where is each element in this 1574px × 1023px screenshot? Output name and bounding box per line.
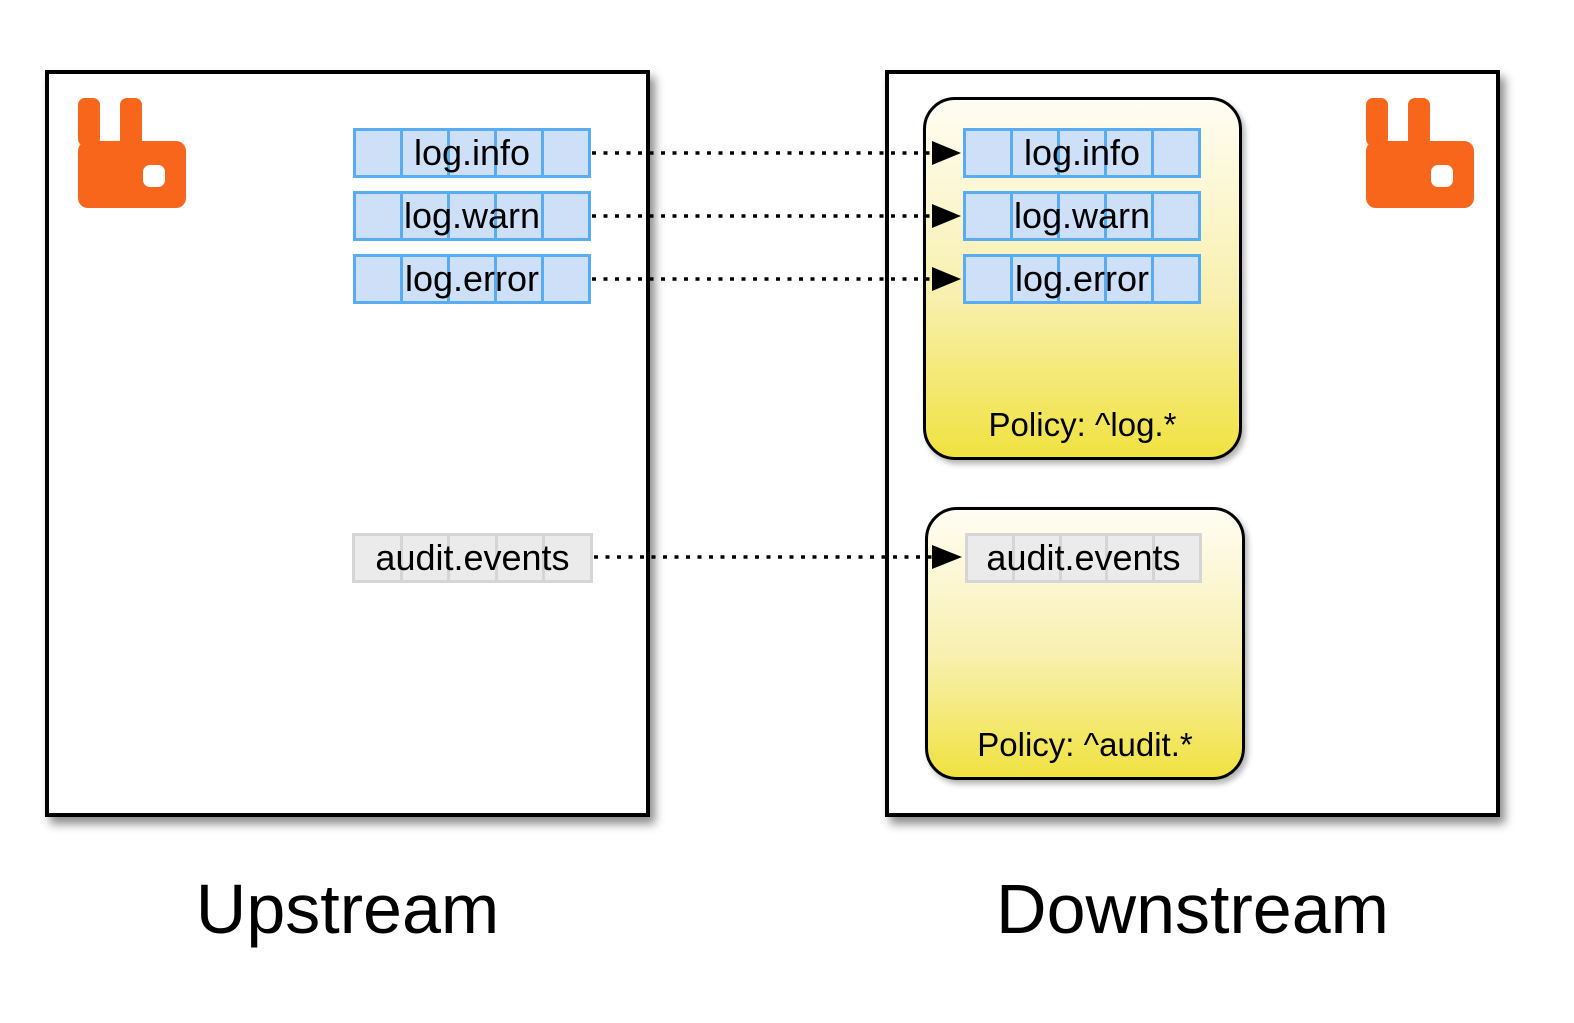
queue-cell <box>1104 131 1151 175</box>
queue-cell <box>447 194 494 238</box>
queue-cells <box>353 128 591 178</box>
queue-cell <box>494 194 541 238</box>
queue-cell <box>1152 536 1199 580</box>
queue-cell <box>1151 257 1198 301</box>
downstream-title: Downstream <box>996 870 1389 948</box>
queue-cell <box>1105 536 1152 580</box>
queue-cell <box>400 131 447 175</box>
queue-cell <box>1057 257 1104 301</box>
queue-audit-events-downstream: audit.events <box>965 533 1202 583</box>
queue-cell <box>447 536 495 580</box>
queue-log-error-downstream: log.error <box>963 254 1201 304</box>
log-policy-label: Policy: ^log.* <box>988 405 1177 443</box>
queue-cell <box>1010 194 1057 238</box>
queue-name-label: audit.events <box>375 537 570 578</box>
queue-name-label: log.error <box>1014 258 1150 299</box>
queue-cell <box>542 536 590 580</box>
queue-cell <box>447 257 494 301</box>
queue-cells <box>353 191 591 241</box>
queue-log-error-upstream: log.error <box>353 254 591 304</box>
queue-audit-events-upstream: audit.events <box>352 533 593 583</box>
queue-cell <box>399 536 448 580</box>
queue-cells <box>965 533 1202 583</box>
queue-log-info-upstream: log.info <box>353 128 591 178</box>
queue-cell <box>494 257 541 301</box>
queue-cells <box>353 254 591 304</box>
queue-cell <box>1057 131 1104 175</box>
queue-cells <box>963 254 1201 304</box>
queue-cells <box>963 191 1201 241</box>
queue-cells <box>352 533 593 583</box>
queue-cell <box>541 131 588 175</box>
queue-cell <box>1010 257 1057 301</box>
queue-cell <box>400 194 447 238</box>
queue-name-label: log.warn <box>1013 195 1151 236</box>
queue-cell <box>541 194 588 238</box>
queue-cell <box>1010 131 1057 175</box>
queue-cell <box>400 257 447 301</box>
queue-cell <box>1011 536 1059 580</box>
queue-log-warn-downstream: log.warn <box>963 191 1201 241</box>
queue-name-label: log.error <box>404 258 540 299</box>
queue-name-label: log.warn <box>403 195 541 236</box>
queue-cell <box>1104 257 1151 301</box>
queue-cell <box>494 131 541 175</box>
queue-log-info-downstream: log.info <box>963 128 1201 178</box>
queue-name-label: audit.events <box>986 537 1181 578</box>
queue-cell <box>1057 194 1104 238</box>
rabbitmq-logo-icon <box>1366 98 1474 208</box>
queue-cell <box>1058 536 1106 580</box>
rabbitmq-logo-icon <box>78 98 186 208</box>
queue-log-warn-upstream: log.warn <box>353 191 591 241</box>
upstream-title: Upstream <box>195 870 500 948</box>
queue-cells <box>963 128 1201 178</box>
queue-cell <box>541 257 588 301</box>
queue-cell <box>447 131 494 175</box>
queue-name-label: log.info <box>413 132 531 173</box>
queue-cell <box>1151 131 1198 175</box>
queue-name-label: log.info <box>1023 132 1141 173</box>
queue-cell <box>1151 194 1198 238</box>
queue-cell <box>1104 194 1151 238</box>
audit-policy-label: Policy: ^audit.* <box>977 725 1193 763</box>
queue-cell <box>494 536 543 580</box>
